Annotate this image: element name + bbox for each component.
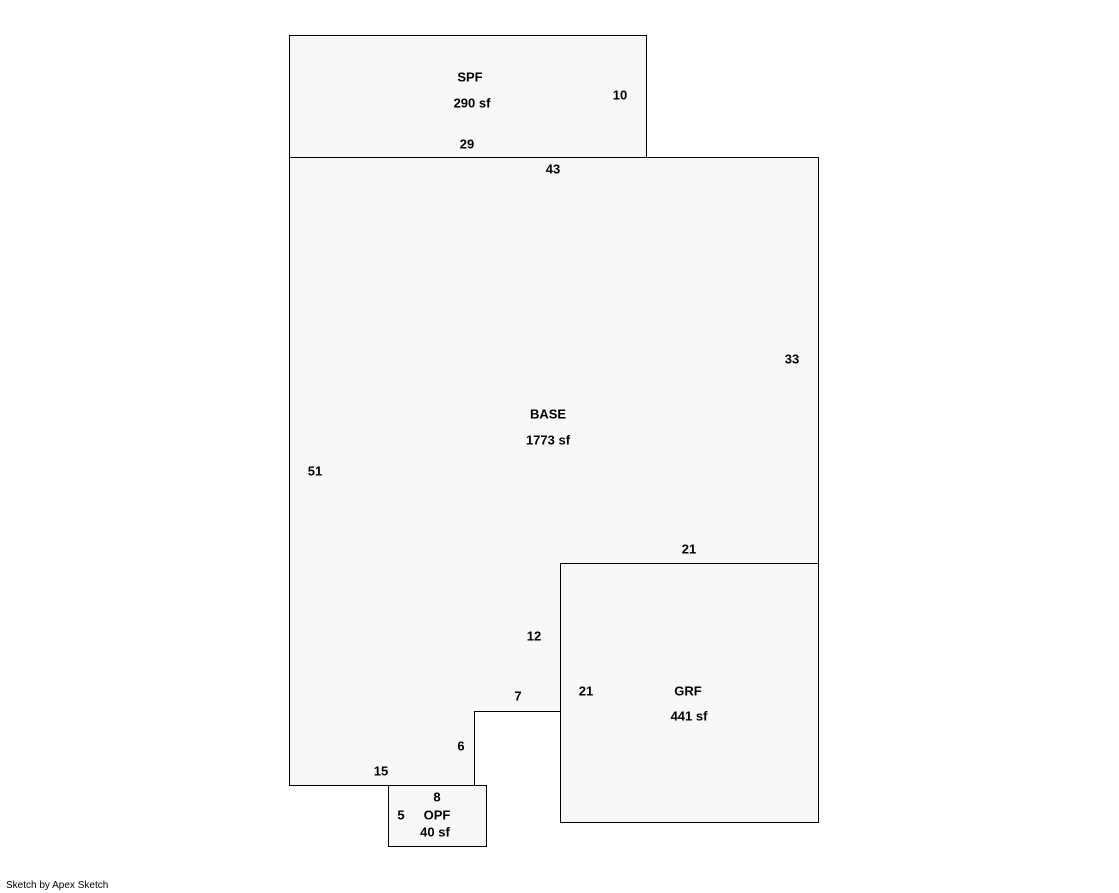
base-code-label: BASE <box>530 406 566 421</box>
base-bottom-dimension: 15 <box>374 763 388 778</box>
grf-code-label: GRF <box>674 683 702 698</box>
base-size-label: 1773 sf <box>526 432 571 447</box>
opf-depth-dimension: 5 <box>397 807 404 822</box>
opf-code-label: OPF <box>424 807 451 822</box>
garage-top-dimension: 21 <box>682 541 696 556</box>
garage-left-dimension: 21 <box>579 683 593 698</box>
spf-width-dimension: 29 <box>460 136 474 151</box>
spf-code-label: SPF <box>457 69 482 84</box>
spf-area <box>289 35 647 158</box>
opf-size-label: 40 sf <box>420 824 450 839</box>
base-right-dimension: 33 <box>785 351 799 366</box>
spf-size-label: 290 sf <box>454 95 492 110</box>
spf-depth-dimension: 10 <box>613 87 627 102</box>
garage-left-upper-dimension: 12 <box>527 628 541 643</box>
base-top-dimension: 43 <box>546 161 560 176</box>
opf-width-dimension: 8 <box>433 789 440 804</box>
sketch-credit: Sketch by Apex Sketch <box>6 880 109 891</box>
base-left-dimension: 51 <box>308 463 322 478</box>
notch-vertical-dimension: 6 <box>457 738 464 753</box>
notch-horizontal-dimension: 7 <box>514 688 521 703</box>
grf-area <box>560 563 819 823</box>
opf-area <box>388 785 487 847</box>
grf-size-label: 441 sf <box>671 708 709 723</box>
